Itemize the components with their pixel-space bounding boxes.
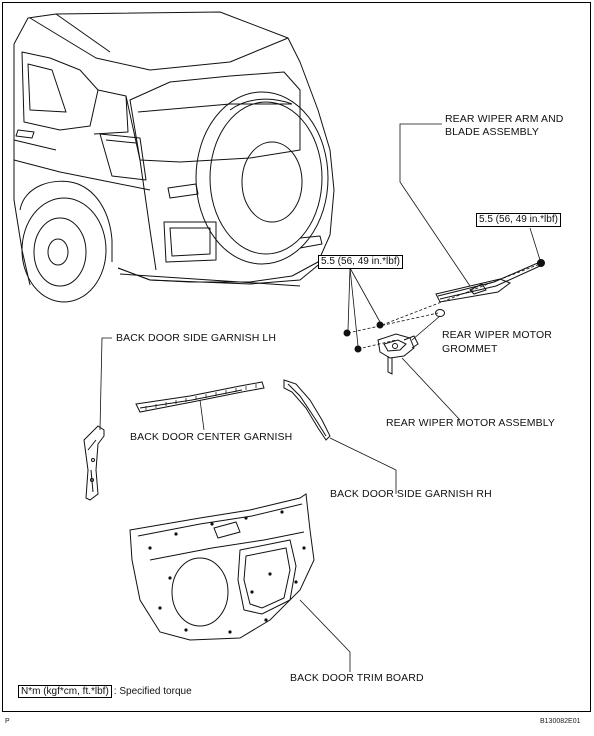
label-wiper-arm-line2: BLADE ASSEMBLY [445,126,539,138]
back-door-side-garnish-lh [83,425,105,501]
torque-spec-box-left: 5.5 (56, 49 in.*lbf) [318,255,403,269]
legend-description: : Specified torque [113,686,192,697]
label-side-garnish-rh: BACK DOOR SIDE GARNISH RH [330,488,492,500]
torque-spec-box-right: 5.5 (56, 49 in.*lbf) [476,213,561,227]
back-door-side-garnish-rh [283,379,331,441]
label-center-garnish: BACK DOOR CENTER GARNISH [130,431,293,443]
back-door-trim-board [129,493,315,641]
label-grommet-line2: GROMMET [442,343,498,355]
legend-units-box: N*m (kgf*cm, ft.*lbf) [18,685,112,698]
vehicle-illustration [13,11,335,303]
label-side-garnish-lh: BACK DOOR SIDE GARNISH LH [116,332,277,344]
corner-mark-left: P [5,718,10,725]
label-grommet-line1: REAR WIPER MOTOR [442,329,552,341]
label-wiper-motor-assembly: REAR WIPER MOTOR ASSEMBLY [386,417,555,429]
rear-wiper-arm-and-blade-assembly [435,261,541,303]
wiper-arm-nut [537,259,545,267]
installation-direction-lines [347,263,541,350]
back-door-center-garnish [135,381,265,413]
figure-code: B130082E01 [540,718,581,725]
diagram-frame [2,2,591,712]
torque-legend: N*m (kgf*cm, ft.*lbf): Specified torque [18,685,192,698]
label-trim-board: BACK DOOR TRIM BOARD [290,672,424,684]
leader-lines [99,123,541,672]
label-wiper-arm-line1: REAR WIPER ARM AND [445,113,564,125]
rear-wiper-motor-assembly [377,333,419,375]
